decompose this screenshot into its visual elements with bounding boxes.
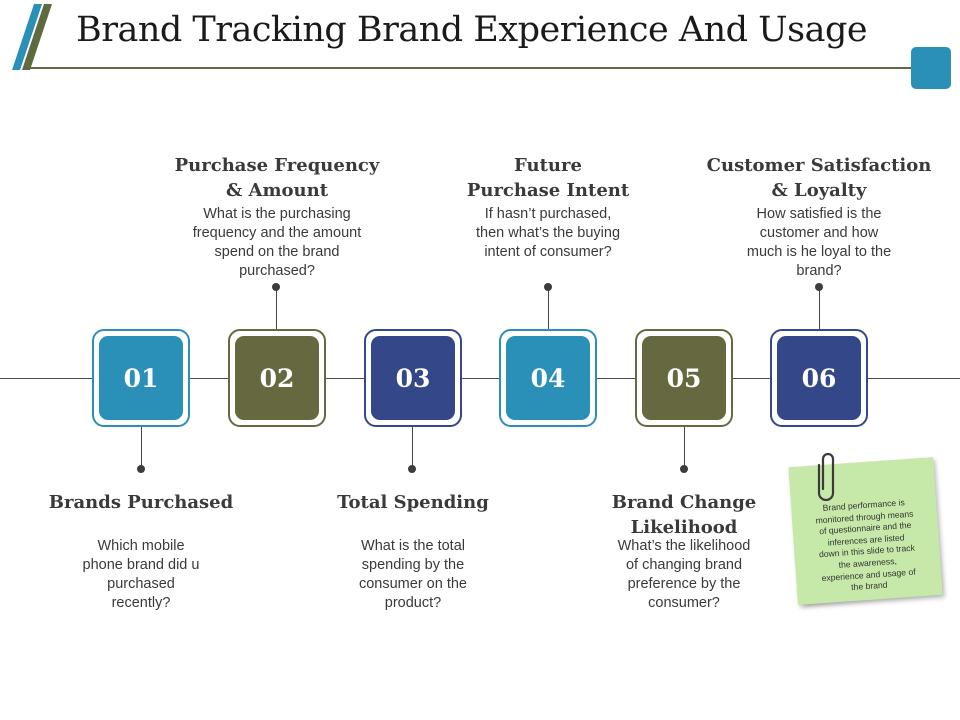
desc-line: What is the total [361,538,465,554]
desc-line: frequency and the amount [192,225,362,241]
heading-line: Brands Purchased [48,492,234,513]
step-number: 06 [801,363,837,393]
desc-line: spend on the brand [214,244,340,260]
step-box-01: 01 [92,329,190,427]
step-heading-03: Total Spending [293,490,533,515]
step-heading-02: Purchase Frequency & Amount [157,153,397,203]
step-box-inner: 03 [371,336,455,420]
step-heading-06: Customer Satisfaction & Loyalty [699,153,939,203]
step-connector [276,290,277,329]
heading-line: Likelihood [630,517,738,538]
step-connector [819,290,820,329]
step-box-04: 04 [499,329,597,427]
step-connector [548,290,549,329]
step-number: 03 [395,363,431,393]
desc-line: consumer? [648,595,720,611]
desc-line: of changing brand [625,557,743,573]
heading-line: & Amount [225,180,329,201]
paperclip-icon [817,452,835,501]
step-heading-04: Future Purchase Intent [428,153,668,203]
desc-line: How satisfied is the [756,206,882,222]
heading-line: Customer Satisfaction [706,155,932,176]
heading-line: Brand Change [611,492,757,513]
desc-line: then what’s the buying [475,225,621,241]
desc-line: What’s the likelihood [617,538,751,554]
heading-line: & Loyalty [771,180,867,201]
step-heading-05: Brand Change Likelihood [564,490,804,540]
step-connector [141,427,142,469]
connector-dot [680,465,688,473]
desc-line: intent of consumer? [484,244,612,260]
step-number: 01 [123,363,159,393]
desc-line: product? [384,595,442,611]
step-connector [684,427,685,469]
heading-line: Purchase Frequency [174,155,380,176]
step-box-inner: 04 [506,336,590,420]
step-box-03: 03 [364,329,462,427]
step-box-05: 05 [635,329,733,427]
step-description-04: If hasn’t purchased, then what’s the buy… [438,205,658,262]
decorative-stripes [12,4,52,70]
desc-line: brand? [796,263,842,279]
step-box-02: 02 [228,329,326,427]
step-box-inner: 05 [642,336,726,420]
step-box-inner: 01 [99,336,183,420]
desc-line: customer and how [759,225,879,241]
connector-dot [544,283,552,291]
heading-line: Purchase Intent [466,180,630,201]
step-box-inner: 06 [777,336,861,420]
step-description-05: What’s the likelihood of changing brand … [584,537,784,613]
sticky-note: Brand performance is monitored through m… [788,457,943,605]
step-description-06: How satisfied is the customer and how mu… [709,205,929,281]
step-connector [412,427,413,469]
desc-line: purchased [107,576,175,592]
step-description-01: Which mobile phone brand did u purchased… [41,537,241,613]
connector-dot [137,465,145,473]
step-box-06: 06 [770,329,868,427]
step-number: 04 [530,363,566,393]
connector-dot [408,465,416,473]
heading-line: Future [514,155,582,176]
desc-line: much is he loyal to the [746,244,892,260]
step-heading-01: Brands Purchased [21,490,261,515]
connector-dot [815,283,823,291]
step-number: 02 [259,363,295,393]
connector-dot [272,283,280,291]
step-description-02: What is the purchasing frequency and the… [167,205,387,281]
desc-line: consumer on the [358,576,467,592]
sticky-note-text: Brand performance is monitored through m… [799,496,934,598]
step-box-inner: 02 [235,336,319,420]
desc-line: preference by the [627,576,741,592]
desc-line: What is the purchasing [203,206,351,222]
heading-line: Total Spending [337,492,489,513]
page-title: Brand Tracking Brand Experience And Usag… [76,10,868,50]
desc-line: Which mobile [97,538,185,554]
desc-line: If hasn’t purchased, [484,206,612,222]
title-underline [30,67,914,69]
desc-line: purchased? [239,263,315,279]
desc-line: recently? [111,595,171,611]
desc-line: spending by the [361,557,465,573]
timeline-line [0,378,960,379]
desc-line: phone brand did u [82,557,200,573]
corner-accent-square [911,47,951,89]
step-number: 05 [666,363,702,393]
step-description-03: What is the total spending by the consum… [313,537,513,613]
